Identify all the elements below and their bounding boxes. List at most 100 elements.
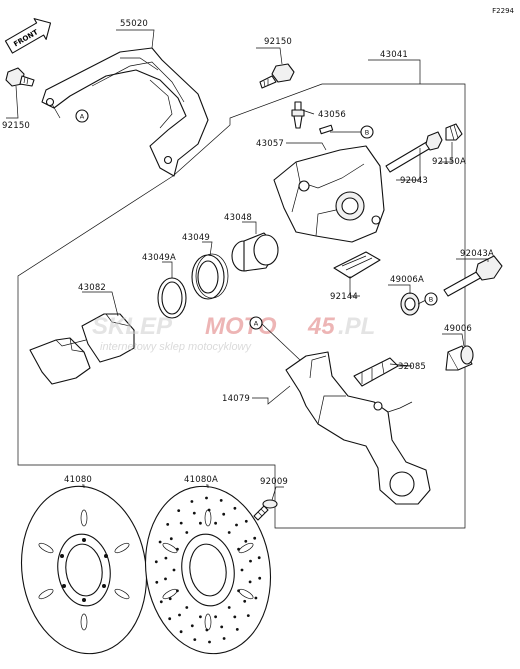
drill-hole [214,615,218,619]
drill-hole [159,600,163,604]
drill-hole [249,559,252,563]
bolt-92009 [253,499,278,521]
front-arrow-badge: FRONT [4,18,52,54]
drill-hole [168,617,172,621]
pad-spring-92144 [333,251,381,279]
bolt-92150-top [259,63,295,89]
label-43048: 43048 [224,213,252,223]
drill-hole [248,580,252,584]
label-43049A: 43049A [142,253,176,263]
drill-hole [178,613,181,617]
drill-hole [155,580,159,584]
drill-hole [240,568,244,572]
drill-hole [235,628,239,631]
drill-hole [190,624,194,628]
drill-hole [235,523,238,527]
watermark-brand-45: 45 [307,313,335,340]
ref-b-pin: B [424,292,438,306]
brake-pads-43082 [29,313,135,385]
bleeder-cap-43057 [319,124,334,135]
ref-b-cap: B [360,125,374,139]
svg-text:B: B [365,129,369,137]
brake-disc-41080 [20,485,148,655]
drill-hole [172,568,176,572]
drill-hole [177,509,181,512]
boot-49006A [400,292,420,316]
svg-text:B: B [429,296,433,304]
label-92043: 92043 [400,176,428,186]
drill-hole [158,540,162,544]
drill-hole [185,606,189,609]
piston-seal-43049 [191,253,229,300]
drill-hole [257,556,261,560]
label-92150-left: 92150 [2,121,30,131]
drill-hole [253,536,257,540]
sleeve-49006 [445,345,474,371]
ref-a-bracket: A [249,316,263,330]
drill-hole [246,614,250,617]
drill-hole [190,500,194,503]
drill-hole [193,638,197,641]
drill-hole [179,630,183,634]
watermark-brand-moto: MOTO [205,313,277,340]
caliper-bracket-14079 [285,351,431,505]
label-14079: 14079 [222,394,250,404]
label-92043A: 92043A [460,249,494,259]
svg-text:A: A [254,320,259,328]
drill-hole [199,521,202,525]
drill-hole [244,539,248,543]
caliper-pin-92043 [385,131,443,173]
label-43056: 43056 [318,110,346,120]
svg-text:A: A [80,113,85,121]
drill-hole [244,519,248,523]
drill-hole [185,531,189,534]
drill-hole [154,560,158,564]
label-32085: 32085 [398,362,426,372]
leader-lines [6,29,489,501]
label-41080: 41080 [64,475,92,485]
label-49006: 49006 [444,324,472,334]
bleeder-valve-43056 [291,101,305,129]
assembly-outline [17,83,466,529]
label-92150-top: 92150 [264,37,292,47]
label-92150A: 92150A [432,157,466,167]
pin-boot-92150A [445,123,463,141]
label-41080A: 41080A [184,475,218,485]
caliper-body [273,145,385,243]
ref-a-guard: A [75,109,89,123]
piston-43048 [231,232,279,272]
label-49006A: 49006A [390,275,424,285]
drill-hole [258,576,262,580]
watermark-brand-pl: .PL [338,313,375,340]
label-43057: 43057 [256,139,284,149]
watermark-brand-sklep: SKLEP [92,313,173,340]
drill-hole [199,615,202,619]
watermark: SKLEP MOTO 45 .PL internetowy sklep moto… [92,313,375,353]
dust-seal-43049A [157,277,187,319]
drill-hole [227,606,231,609]
drill-hole [164,556,168,560]
drill-hole [243,599,247,603]
drill-hole [222,637,226,640]
drill-hole [254,596,258,600]
part-labels: 55020 92150 92150 43041 43056 43057 9215… [2,19,494,487]
pad-spring-32085 [353,357,399,387]
drill-hole [205,496,208,500]
brake-disc-41080A [144,485,272,655]
label-43041: 43041 [380,50,408,60]
drill-hole [222,512,226,516]
drill-hole [233,506,237,510]
label-43082: 43082 [78,283,106,293]
drill-hole [192,511,196,515]
drill-hole [169,537,173,541]
bolt-92150-left [5,67,35,87]
watermark-tagline: internetowy sklep motocyklowy [100,341,253,353]
drill-hole [164,577,167,581]
drill-hole [227,531,231,534]
drill-hole [179,521,183,525]
drill-hole [214,521,218,525]
label-43049: 43049 [182,233,210,243]
drill-hole [219,499,223,502]
